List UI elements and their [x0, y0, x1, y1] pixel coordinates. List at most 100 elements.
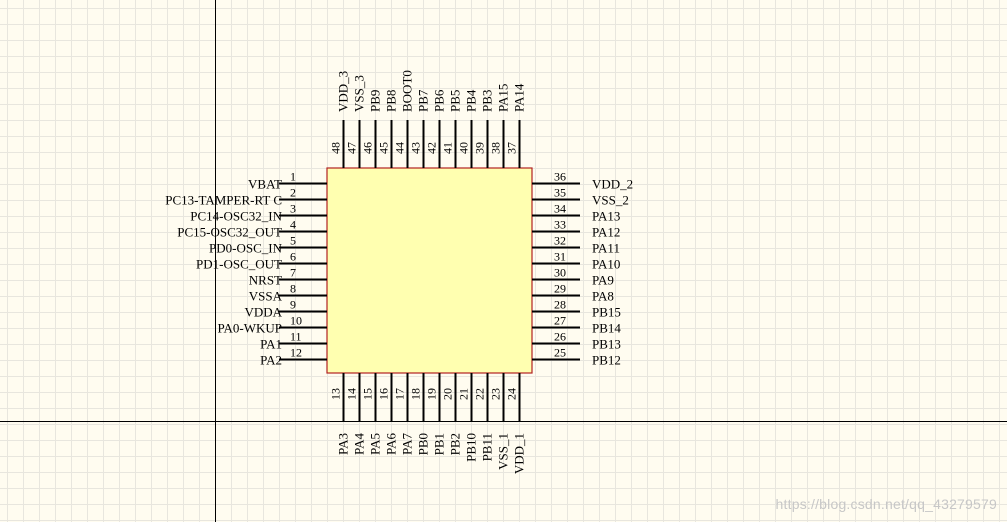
pin-label-10: PA0-WKUP	[217, 321, 282, 336]
pin-label-8: VSSA	[249, 289, 283, 304]
pin-label-42: PB6	[432, 89, 447, 112]
pins-bottom: 13PA314PA415PA516PA617PA718PB019PB120PB2…	[329, 373, 527, 474]
pin-number-9: 9	[290, 298, 296, 312]
pin-label-44: BOOT0	[400, 70, 415, 112]
pin-number-29: 29	[554, 282, 566, 296]
pin-number-26: 26	[554, 330, 566, 344]
pin-number-28: 28	[554, 298, 566, 312]
pin-number-6: 6	[290, 250, 296, 264]
pin-label-19: PB1	[432, 433, 447, 455]
pin-number-43: 43	[409, 142, 423, 154]
pin-label-46: PB9	[368, 90, 383, 112]
pin-label-5: PD0-OSC_IN	[209, 241, 283, 256]
pin-number-19: 19	[425, 388, 439, 400]
pin-label-48: VDD_3	[336, 71, 351, 112]
pin-label-34: PA13	[592, 209, 620, 224]
pin-label-9: VDDA	[244, 305, 282, 320]
pin-number-42: 42	[425, 142, 439, 154]
pin-number-31: 31	[554, 250, 566, 264]
chip-body[interactable]	[326, 167, 533, 374]
pin-number-45: 45	[377, 142, 391, 154]
pin-number-24: 24	[505, 388, 519, 400]
pin-label-13: PA3	[336, 433, 351, 455]
pin-number-33: 33	[554, 218, 566, 232]
pin-number-15: 15	[361, 388, 375, 400]
pin-number-41: 41	[441, 142, 455, 154]
pin-label-21: PB10	[464, 433, 479, 462]
pin-label-29: PA8	[592, 289, 614, 304]
pin-number-34: 34	[554, 202, 566, 216]
pin-number-8: 8	[290, 282, 296, 296]
pin-number-47: 47	[345, 142, 359, 154]
pin-number-39: 39	[473, 142, 487, 154]
pin-number-18: 18	[409, 388, 423, 400]
pin-label-3: PC14-OSC32_IN	[190, 209, 282, 224]
pin-number-14: 14	[345, 388, 359, 400]
pin-number-4: 4	[290, 218, 296, 232]
pin-number-36: 36	[554, 170, 566, 184]
pin-number-10: 10	[290, 314, 302, 328]
pin-label-35: VSS_2	[592, 193, 629, 208]
pin-label-20: PB2	[448, 433, 463, 455]
pin-number-2: 2	[290, 186, 296, 200]
pin-number-11: 11	[290, 330, 302, 344]
pin-label-2: PC13-TAMPER-RT C	[165, 193, 282, 208]
pin-label-31: PA10	[592, 257, 620, 272]
pin-number-22: 22	[473, 388, 487, 400]
pin-number-35: 35	[554, 186, 566, 200]
pin-number-20: 20	[441, 388, 455, 400]
pin-number-1: 1	[290, 170, 296, 184]
pin-label-11: PA1	[260, 337, 282, 352]
pin-number-44: 44	[393, 142, 407, 154]
pin-label-16: PA6	[384, 433, 399, 455]
pin-label-30: PA9	[592, 273, 614, 288]
pin-label-12: PA2	[260, 353, 282, 368]
pin-label-41: PB5	[448, 90, 463, 112]
pin-number-25: 25	[554, 346, 566, 360]
pin-label-6: PD1-OSC_OUT	[196, 257, 282, 272]
pin-number-37: 37	[505, 142, 519, 154]
pin-label-27: PB14	[592, 321, 621, 336]
pin-label-32: PA11	[592, 241, 620, 256]
pin-label-24: VDD_1	[512, 433, 527, 474]
pin-label-28: PB15	[592, 305, 621, 320]
pin-number-13: 13	[329, 388, 343, 400]
pin-label-33: PA12	[592, 225, 620, 240]
pin-label-37: PA14	[512, 83, 527, 112]
pin-number-46: 46	[361, 142, 375, 154]
pin-label-45: PB8	[384, 90, 399, 112]
pin-label-26: PB13	[592, 337, 621, 352]
pin-number-27: 27	[554, 314, 566, 328]
pin-number-5: 5	[290, 234, 296, 248]
pin-number-38: 38	[489, 142, 503, 154]
pin-label-40: PB4	[464, 89, 479, 112]
pin-label-1: VBAT	[248, 177, 282, 192]
pin-number-16: 16	[377, 388, 391, 400]
pin-number-40: 40	[457, 142, 471, 154]
pin-number-23: 23	[489, 388, 503, 400]
pin-label-43: PB7	[416, 89, 431, 112]
watermark: https://blog.csdn.net/qq_43279579	[775, 496, 997, 512]
pins-top: 48 VDD_3 47 VSS_3 46 PB9 45 PB8 44 BOOT0 43 PB7 42 PB…	[329, 70, 527, 168]
pin-label-36: VDD_2	[592, 177, 633, 192]
pin-label-39: PB3	[480, 90, 495, 112]
pin-number-7: 7	[290, 266, 296, 280]
pin-number-12: 12	[290, 346, 302, 360]
pin-label-38: PA15	[496, 84, 511, 112]
pin-label-4: PC15-OSC32_OUT	[177, 225, 282, 240]
pin-number-21: 21	[457, 388, 471, 400]
pin-label-47: VSS_3	[352, 75, 367, 112]
pin-label-22: PB11	[480, 433, 495, 461]
pin-number-3: 3	[290, 202, 296, 216]
pin-number-32: 32	[554, 234, 566, 248]
pin-label-15: PA5	[368, 433, 383, 455]
pin-number-48: 48	[329, 142, 343, 154]
pin-label-14: PA4	[352, 433, 367, 455]
pin-label-23: VSS_1	[496, 433, 511, 470]
pin-number-17: 17	[393, 388, 407, 400]
pin-label-17: PA7	[400, 433, 415, 455]
